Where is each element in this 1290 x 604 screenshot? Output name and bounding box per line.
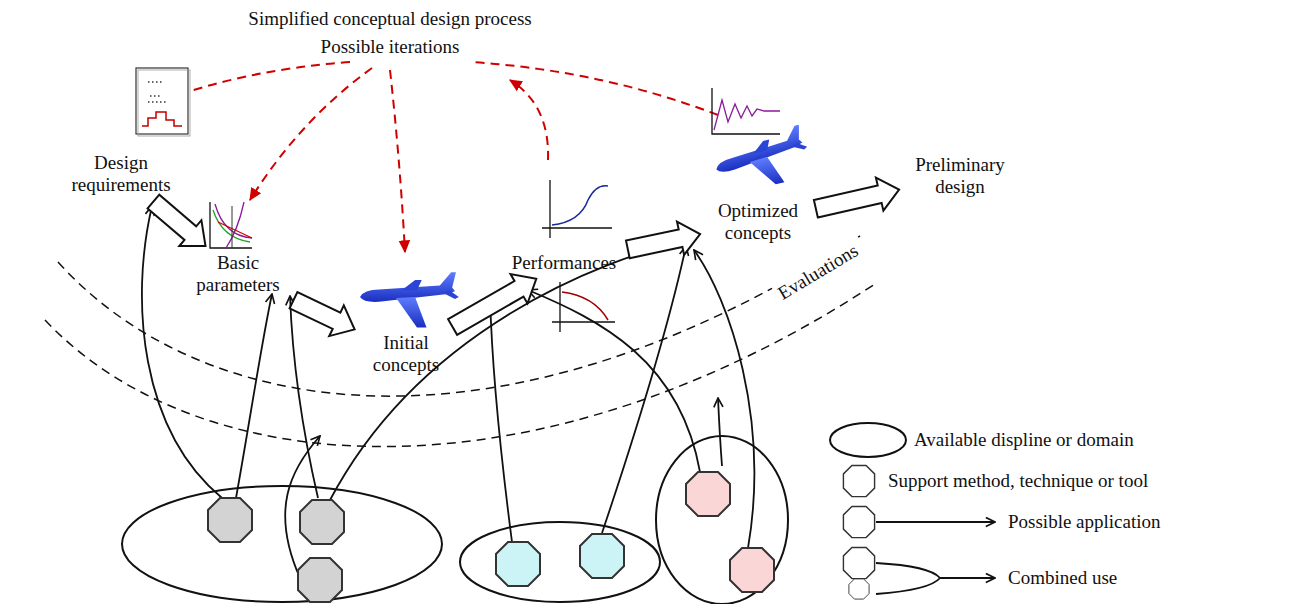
domain-groups	[122, 436, 788, 604]
legend-text: Combined use	[1008, 567, 1117, 589]
chart-curve	[218, 222, 252, 238]
application-arrow	[602, 246, 686, 533]
iteration-arrow	[250, 68, 372, 200]
application-arrows	[142, 206, 754, 578]
band-label: Evaluations	[771, 238, 864, 306]
legend-arrow	[876, 563, 995, 594]
iteration-arrow	[390, 70, 405, 252]
support-method	[496, 542, 540, 586]
application-arrow	[718, 398, 722, 466]
chart-curve	[215, 204, 252, 238]
iteration-arrow	[510, 80, 548, 160]
stage-label: Design requirements	[67, 152, 175, 196]
support-method	[686, 472, 730, 516]
legend-octagon	[843, 547, 874, 578]
stage-label: Optimized concepts	[709, 200, 807, 244]
aircraft-concept	[711, 124, 814, 197]
application-arrow	[236, 294, 272, 498]
iteration-arrows	[150, 62, 718, 252]
chart-axis	[552, 282, 615, 332]
support-method	[580, 534, 624, 578]
process-stage: Design requirements	[64, 150, 178, 198]
legend-octagon	[843, 465, 874, 496]
illustration-part	[150, 95, 160, 97]
support-method	[730, 548, 774, 592]
stage-label: Basic parameters	[189, 252, 287, 296]
chart-axis	[542, 180, 612, 238]
annotation-label: Possible iterations	[321, 36, 460, 58]
aircraft-concept	[360, 272, 459, 327]
block-arrow	[448, 274, 536, 335]
chart-curve	[714, 100, 780, 130]
process-stage: Performances	[506, 250, 622, 276]
stage-label: Performances	[509, 252, 619, 274]
mission-profile	[142, 112, 182, 126]
chart-curve	[552, 186, 608, 225]
application-arrow	[490, 296, 512, 542]
process-stage: Preliminary design	[905, 152, 1015, 200]
application-arrow	[290, 296, 318, 498]
process-stage: Optimized concepts	[706, 198, 810, 246]
legend-text: Possible application	[1008, 511, 1161, 533]
legend-ellipse	[830, 423, 906, 457]
legend-octagon	[849, 579, 869, 599]
legend-octagon	[843, 506, 874, 537]
diagram-title: Simplified conceptual design process	[248, 8, 531, 30]
stage-label: Preliminary design	[908, 154, 1012, 198]
response-graph	[712, 88, 780, 134]
legend-text: Support method, technique or tool	[888, 470, 1148, 492]
domain-ellipse	[122, 486, 442, 602]
evaluation-band	[45, 236, 878, 447]
support-method	[208, 498, 252, 542]
document-icon	[136, 68, 188, 134]
evaluation-line	[58, 236, 860, 396]
chart-line	[232, 206, 233, 248]
document-shadow	[138, 70, 190, 136]
evaluation-line	[45, 282, 878, 447]
application-arrow	[142, 206, 222, 498]
iteration-arrow	[470, 62, 718, 115]
chart-curve	[226, 202, 244, 248]
legend-arrow	[876, 521, 995, 523]
process-stage: Initial concepts	[360, 330, 452, 378]
support-method	[298, 558, 342, 602]
parameters-icon	[210, 202, 252, 248]
illustration-part	[148, 101, 168, 103]
process-stage: Basic parameters	[186, 250, 290, 298]
requirements-icon	[136, 68, 190, 136]
legend-text: Available displine or domain	[914, 429, 1134, 451]
chart-axis	[210, 202, 252, 248]
domain-ellipse	[460, 522, 660, 602]
stage-label: Initial concepts	[363, 332, 449, 376]
block-arrow	[148, 195, 206, 246]
application-arrow	[528, 290, 700, 472]
illustration-part	[148, 81, 162, 83]
application-arrow	[330, 240, 688, 500]
block-arrow	[290, 292, 355, 336]
document-dots	[148, 82, 168, 102]
block-arrow	[626, 222, 700, 259]
block-arrow	[814, 178, 899, 218]
support-method	[300, 500, 344, 544]
chart-axis	[712, 88, 780, 134]
